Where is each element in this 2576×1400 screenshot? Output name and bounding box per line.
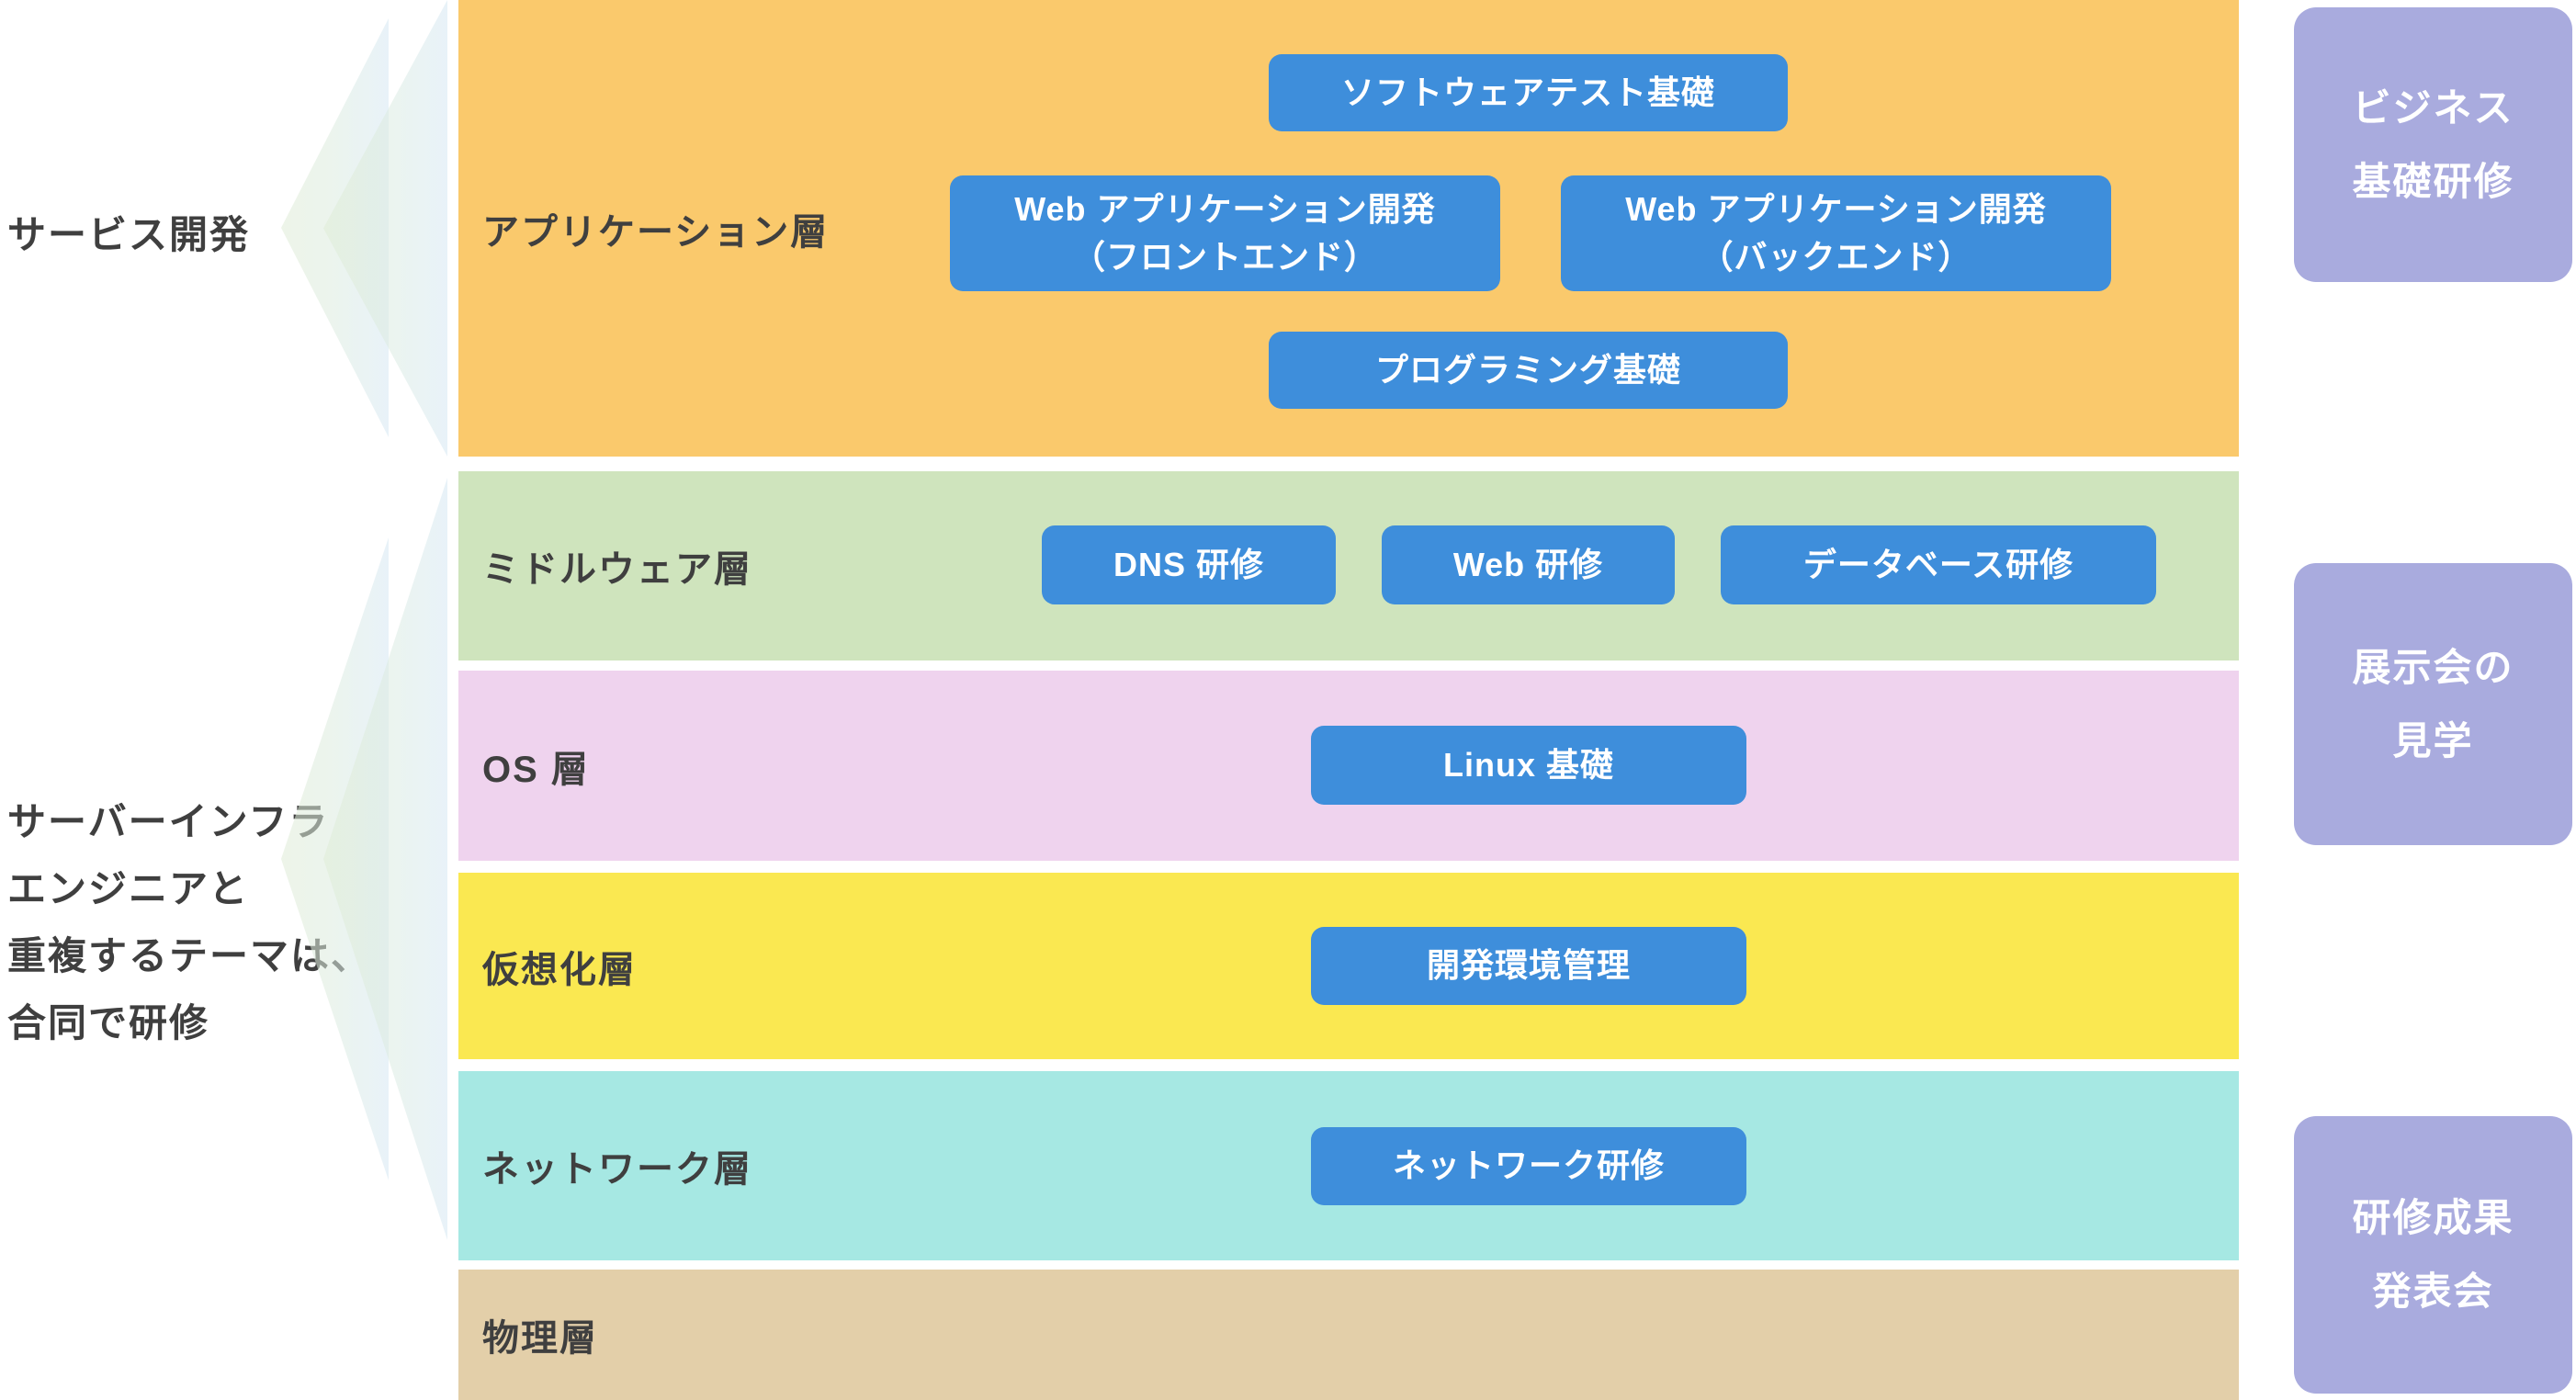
layer-label: OS 層 <box>482 749 590 790</box>
course-button-linux-basics: Linux 基礎 <box>1311 726 1746 805</box>
side-event-results-presentation: 研修成果 発表会 <box>2294 1116 2572 1394</box>
course-button-database: データベース研修 <box>1721 525 2156 604</box>
course-button-dev-environment: 開発環境管理 <box>1311 927 1746 1005</box>
layer-label: ミドルウェア層 <box>482 549 752 590</box>
course-button-programming-basics: プログラミング基礎 <box>1269 332 1788 409</box>
layer-label: アプリケーション層 <box>482 211 830 253</box>
side-event-business-basics: ビジネス 基礎研修 <box>2294 7 2572 282</box>
course-button-web: Web 研修 <box>1382 525 1675 604</box>
layer-band-physical: 物理層 <box>458 1270 2239 1400</box>
side-event-exhibition-tour: 展示会の 見学 <box>2294 563 2572 845</box>
course-button-dns: DNS 研修 <box>1042 525 1336 604</box>
course-button-webapp-backend: Web アプリケーション開発 （バックエンド） <box>1561 175 2111 291</box>
course-button-network-training: ネットワーク研修 <box>1311 1127 1746 1205</box>
service-dev-label: サービス開発 <box>7 213 251 256</box>
course-button-webapp-frontend: Web アプリケーション開発 （フロントエンド） <box>950 175 1500 291</box>
infra-joint-training-note: サーバーインフラ エンジニアと 重複するテーマは、 合同で研修 <box>7 800 372 1044</box>
layer-label: 物理層 <box>482 1318 598 1359</box>
course-button-software-test: ソフトウェアテスト基礎 <box>1269 54 1788 131</box>
layer-label: ネットワーク層 <box>482 1149 752 1190</box>
layer-label: 仮想化層 <box>482 949 637 990</box>
